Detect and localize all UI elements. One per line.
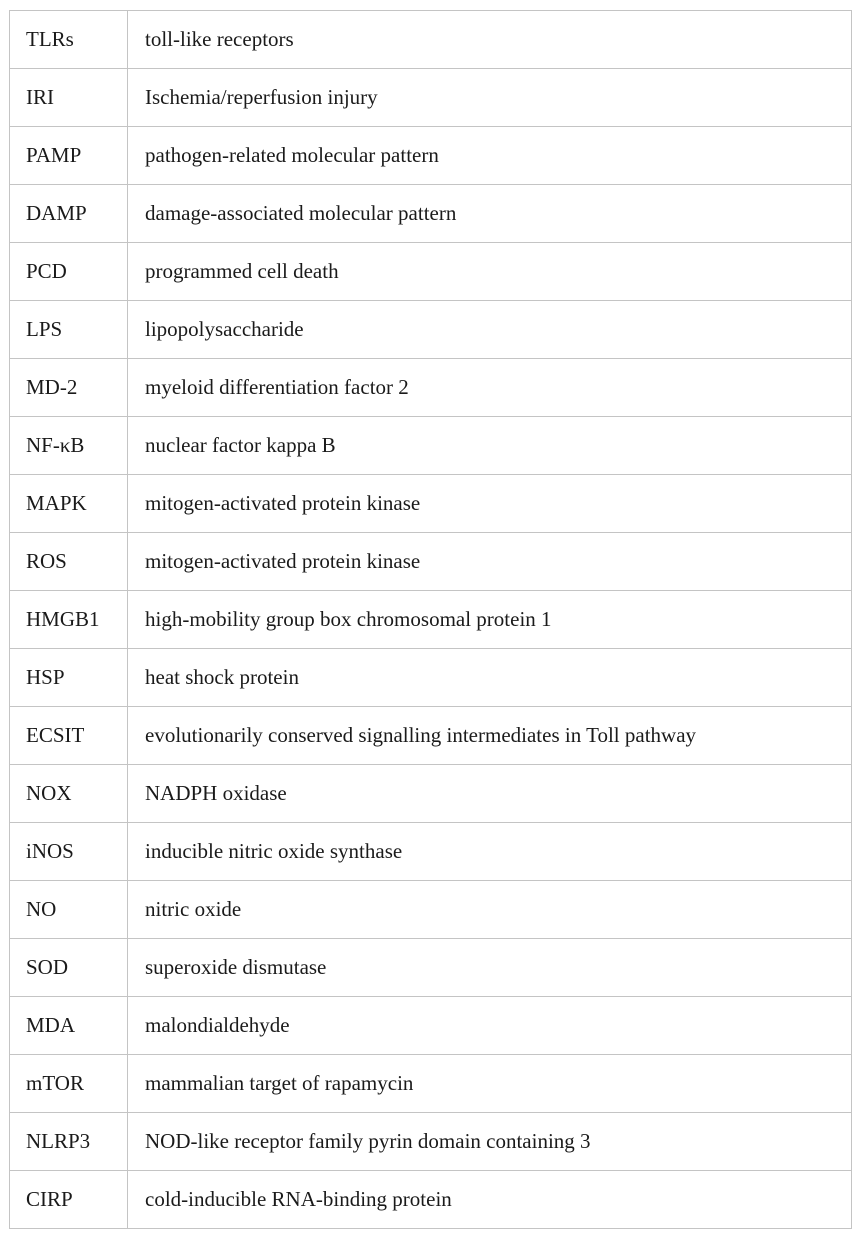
definition-cell: lipopolysaccharide — [127, 300, 852, 359]
abbreviation-cell: ECSIT — [9, 706, 128, 765]
definition-cell: mitogen-activated protein kinase — [127, 532, 852, 591]
abbreviation-cell: CIRP — [9, 1170, 128, 1229]
abbreviation-cell: PCD — [9, 242, 128, 301]
abbreviation-cell: LPS — [9, 300, 128, 359]
abbreviation-cell: NF-κB — [9, 416, 128, 475]
abbreviation-cell: NLRP3 — [9, 1112, 128, 1171]
abbreviation-cell: HSP — [9, 648, 128, 707]
definition-cell: pathogen-related molecular pattern — [127, 126, 852, 185]
definition-cell: high-mobility group box chromosomal prot… — [127, 590, 852, 649]
definition-cell: evolutionarily conserved signalling inte… — [127, 706, 852, 765]
abbreviation-cell: PAMP — [9, 126, 128, 185]
definition-cell: heat shock protein — [127, 648, 852, 707]
definition-cell: Ischemia/reperfusion injury — [127, 68, 852, 127]
abbreviation-cell: ROS — [9, 532, 128, 591]
definition-cell: NADPH oxidase — [127, 764, 852, 823]
abbreviation-cell: mTOR — [9, 1054, 128, 1113]
abbreviation-cell: NOX — [9, 764, 128, 823]
abbreviation-cell: SOD — [9, 938, 128, 997]
abbreviation-cell: DAMP — [9, 184, 128, 243]
definition-cell: toll-like receptors — [127, 10, 852, 69]
abbreviation-cell: MDA — [9, 996, 128, 1055]
definition-cell: programmed cell death — [127, 242, 852, 301]
definition-cell: nuclear factor kappa B — [127, 416, 852, 475]
definition-cell: cold-inducible RNA-binding protein — [127, 1170, 852, 1229]
abbreviation-cell: MAPK — [9, 474, 128, 533]
abbreviation-cell: MD-2 — [9, 358, 128, 417]
abbreviation-cell: NO — [9, 880, 128, 939]
abbreviation-cell: iNOS — [9, 822, 128, 881]
definition-cell: myeloid differentiation factor 2 — [127, 358, 852, 417]
definition-cell: inducible nitric oxide synthase — [127, 822, 852, 881]
abbreviation-cell: IRI — [9, 68, 128, 127]
definition-cell: mammalian target of rapamycin — [127, 1054, 852, 1113]
abbreviation-cell: TLRs — [9, 10, 128, 69]
definition-cell: damage-associated molecular pattern — [127, 184, 852, 243]
definition-cell: nitric oxide — [127, 880, 852, 939]
definition-cell: mitogen-activated protein kinase — [127, 474, 852, 533]
abbreviation-cell: HMGB1 — [9, 590, 128, 649]
definition-cell: NOD-like receptor family pyrin domain co… — [127, 1112, 852, 1171]
definition-cell: malondialdehyde — [127, 996, 852, 1055]
definition-cell: superoxide dismutase — [127, 938, 852, 997]
